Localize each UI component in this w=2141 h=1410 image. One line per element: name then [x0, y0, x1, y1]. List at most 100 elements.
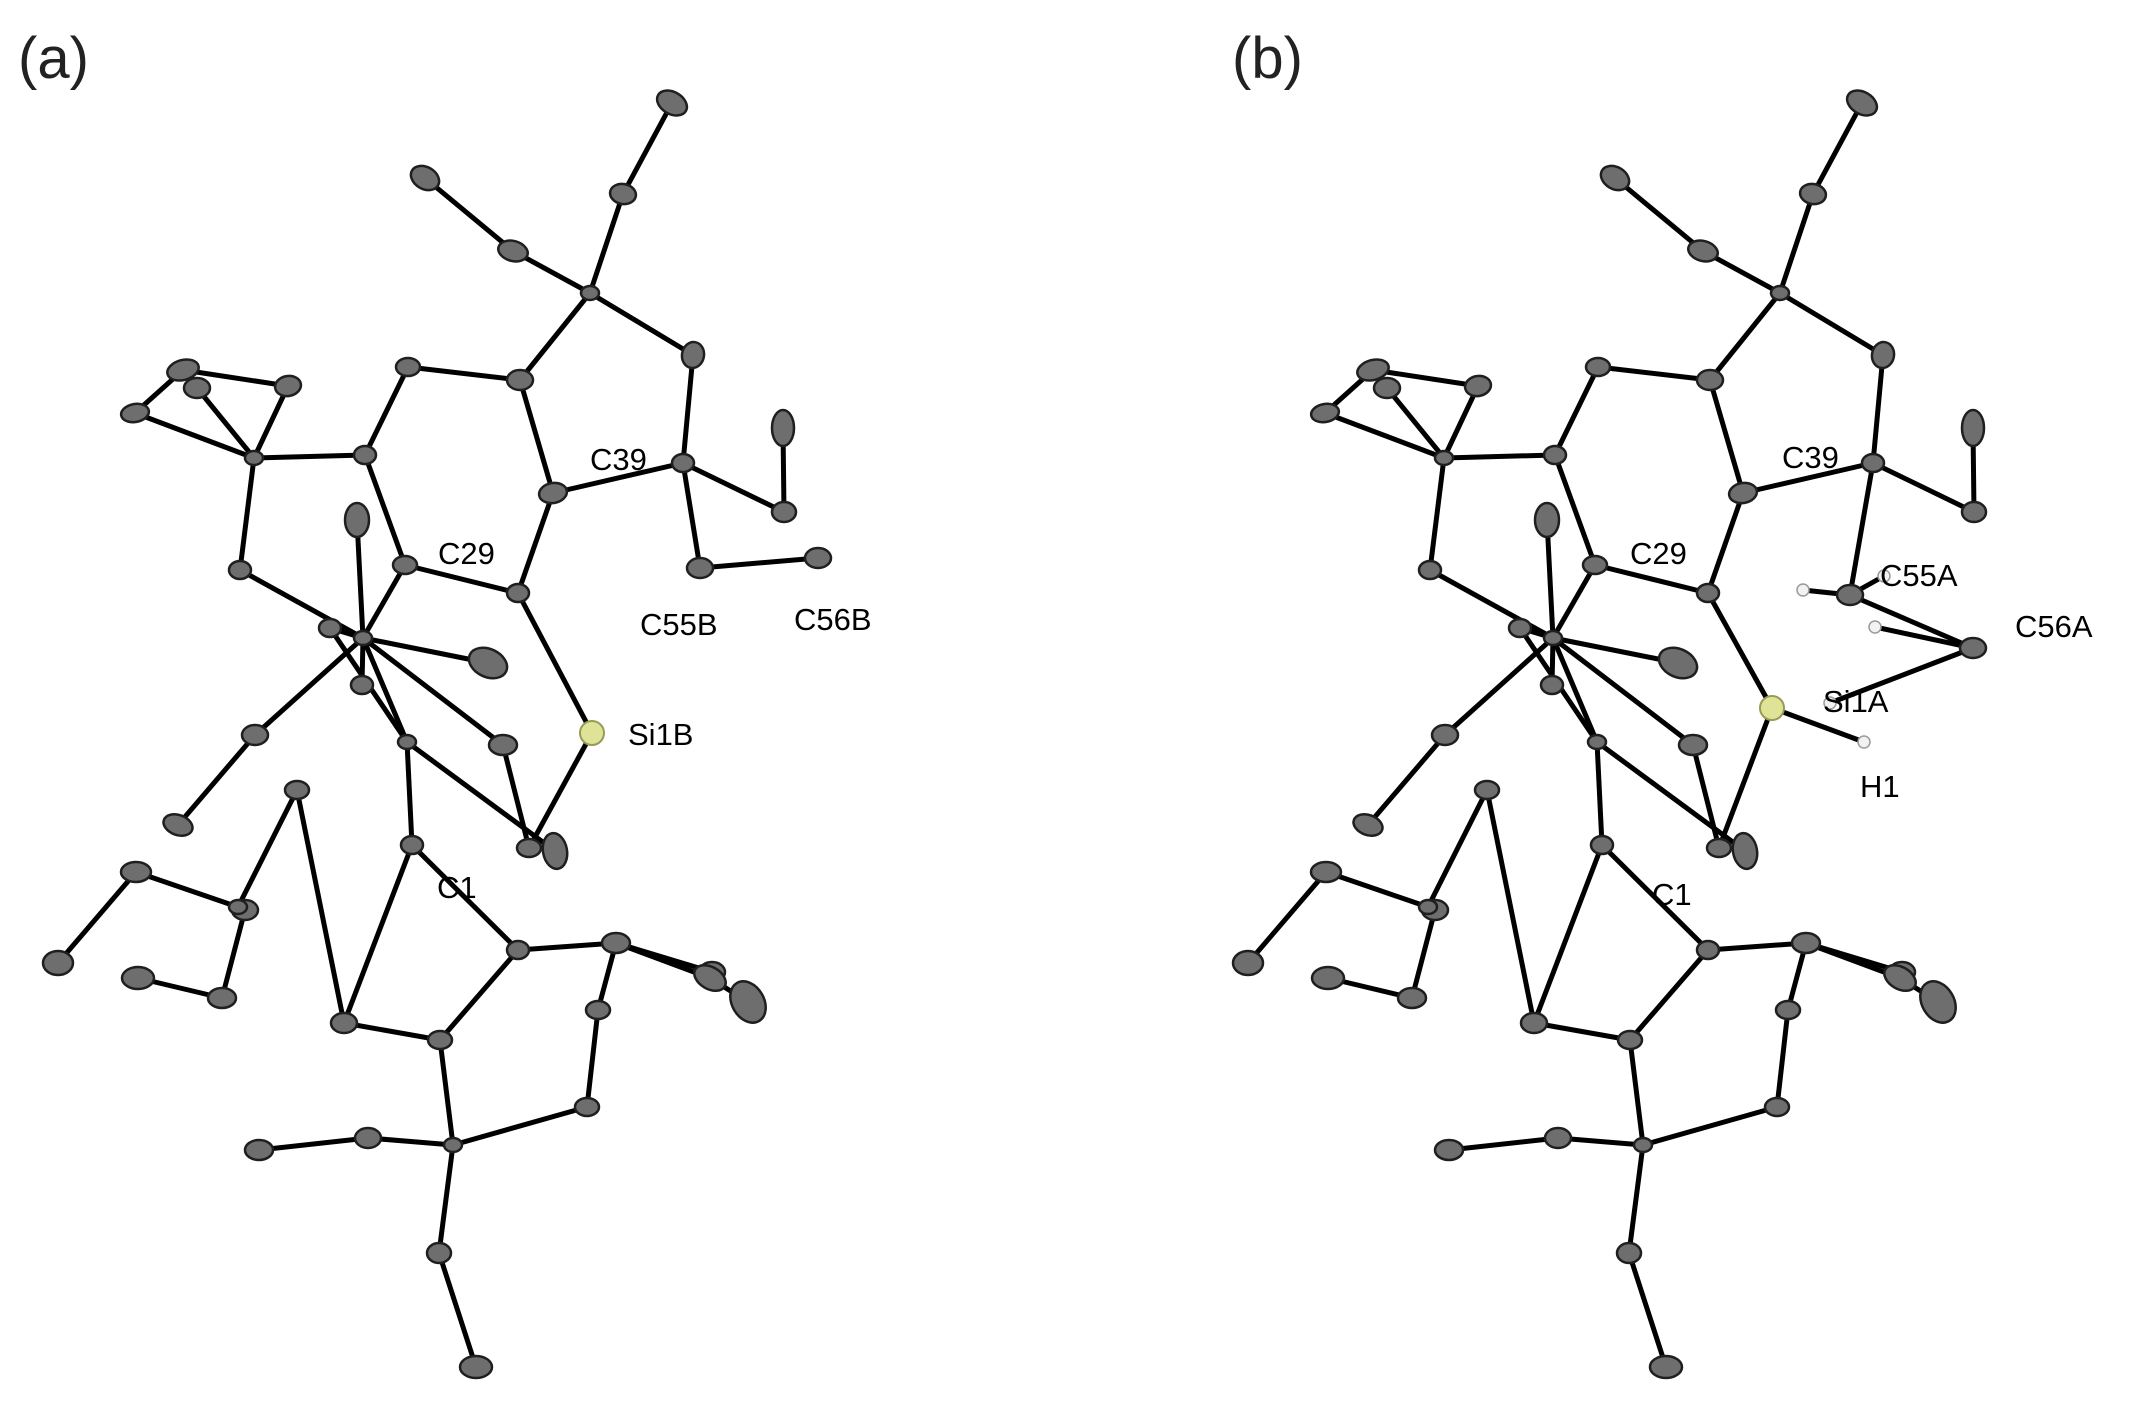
bond-t3-t4 — [1612, 175, 1706, 254]
bond-c55-c56 — [697, 555, 821, 571]
atom-carbon — [770, 500, 798, 524]
atom-carbon — [182, 376, 212, 400]
bond-c1-h1 — [515, 940, 619, 953]
panel-b-label: (b) — [1232, 26, 1303, 91]
panel-b-bonds — [1245, 100, 1977, 1370]
atom-label-c29: C29 — [438, 536, 495, 571]
atom-carbon — [1860, 452, 1886, 474]
atom-carbon — [770, 408, 796, 448]
bond-l1-q3 — [1427, 567, 1556, 641]
bond-r6-q5 — [1425, 787, 1490, 910]
bond-w2-w5 — [1409, 907, 1438, 1001]
atom-carbon — [579, 284, 601, 302]
bond-r2-b1 — [1707, 377, 1746, 496]
bond-r2-b1 — [517, 377, 556, 496]
atom-carbon — [1845, 89, 1879, 117]
bond-q2-i2 — [1441, 383, 1481, 461]
atom-carbon — [505, 582, 531, 604]
atom-hydrogen — [1796, 583, 1810, 597]
atom-carbon — [206, 986, 238, 1010]
atom-carbon — [1396, 986, 1428, 1010]
atom-carbon — [1589, 834, 1615, 856]
atom-label-c55: C55A — [1880, 558, 1958, 593]
bond-b1-b2 — [1740, 460, 1876, 496]
bond-q3-e1 — [360, 635, 491, 666]
atom-carbon — [515, 837, 543, 859]
bond-q5-w1 — [133, 869, 241, 910]
bond-r2-r1 — [1595, 364, 1713, 383]
bond-h5-k3 — [584, 1007, 601, 1110]
bond-q3-l2 — [1442, 635, 1556, 738]
atom-carbon — [1584, 356, 1612, 378]
bond-k3-q6 — [450, 1104, 590, 1148]
atom-carbon — [600, 931, 632, 955]
bond-e3-q3 — [360, 635, 506, 748]
bond-b2-s2 — [1870, 460, 1977, 515]
atom-carbon — [1372, 376, 1402, 400]
atom-carbon — [1309, 860, 1343, 884]
bond-c1-h1 — [1705, 940, 1809, 953]
atom-carbon — [467, 646, 509, 680]
atom-carbon — [1507, 617, 1533, 639]
bond-q4-e4 — [1594, 739, 1748, 854]
atom-carbon — [120, 965, 156, 991]
panel-a-molecule: (a) C39 C29 C55B C56B Si1B C1 — [18, 26, 872, 1380]
bond-q2-i4 — [194, 385, 257, 461]
atom-carbon — [409, 164, 441, 192]
atom-hydrogen — [1857, 735, 1871, 749]
bond-w1-w3 — [55, 869, 139, 966]
bond-b2-c55 — [680, 460, 703, 571]
atom-carbon — [1695, 368, 1725, 392]
atom-carbon — [1835, 583, 1865, 607]
atom-carbon — [1533, 501, 1561, 539]
bond-w1-w3 — [1245, 869, 1329, 966]
panel-a-bonds — [55, 100, 821, 1370]
atom-carbon — [273, 374, 303, 398]
atom-carbon — [537, 481, 569, 505]
bond-h1-h5 — [595, 940, 619, 1013]
bond-q2-i2 — [251, 383, 291, 461]
atom-carbon — [329, 1011, 359, 1035]
bond-i2-i1 — [1370, 367, 1481, 389]
atom-carbon — [349, 674, 375, 696]
bond-k5-k4 — [256, 1135, 371, 1153]
bond-l2-l3 — [175, 732, 258, 828]
bond-q2-i3 — [132, 410, 257, 461]
atom-carbon — [1695, 939, 1721, 961]
atom-carbon — [1539, 674, 1565, 696]
bond-q2-i4 — [1384, 385, 1447, 461]
bond-c56-hb3 — [1872, 624, 1976, 651]
atom-carbon — [1310, 965, 1346, 991]
atom-carbon — [1519, 1011, 1549, 1035]
bond-k2-q6 — [437, 1037, 456, 1148]
bond-si-a1 — [526, 730, 595, 851]
bond-c1-k2 — [1627, 947, 1711, 1043]
atom-carbon — [1960, 500, 1988, 524]
atom-silicon — [1759, 695, 1785, 721]
atom-carbon — [1727, 481, 1759, 505]
bond-t3-t4 — [422, 175, 516, 254]
atom-carbon — [1543, 1126, 1573, 1150]
bond-b1-b2 — [550, 460, 686, 496]
atom-carbon — [227, 898, 249, 916]
atom-carbon — [584, 999, 612, 1021]
atom-carbon — [1657, 646, 1699, 680]
bond-b2-s2 — [680, 460, 787, 515]
bond-a1-e3 — [500, 742, 532, 851]
bond-a1-e3 — [1690, 742, 1722, 851]
atom-carbon — [243, 1138, 275, 1162]
bond-k5-k4 — [1446, 1135, 1561, 1153]
atom-carbon — [608, 182, 638, 206]
bond-k2-q6 — [1627, 1037, 1646, 1148]
panel-b-atoms — [1231, 89, 1988, 1380]
atom-hydrogen — [1877, 569, 1891, 583]
atom-carbon — [1883, 963, 1917, 993]
atom-carbon — [1309, 402, 1341, 424]
atom-label-c55: C55B — [640, 607, 718, 642]
atom-carbon — [119, 860, 153, 884]
atom-carbon — [425, 1241, 453, 1265]
atom-carbon — [352, 629, 374, 647]
atom-carbon — [227, 559, 253, 581]
atom-carbon — [426, 1029, 454, 1051]
